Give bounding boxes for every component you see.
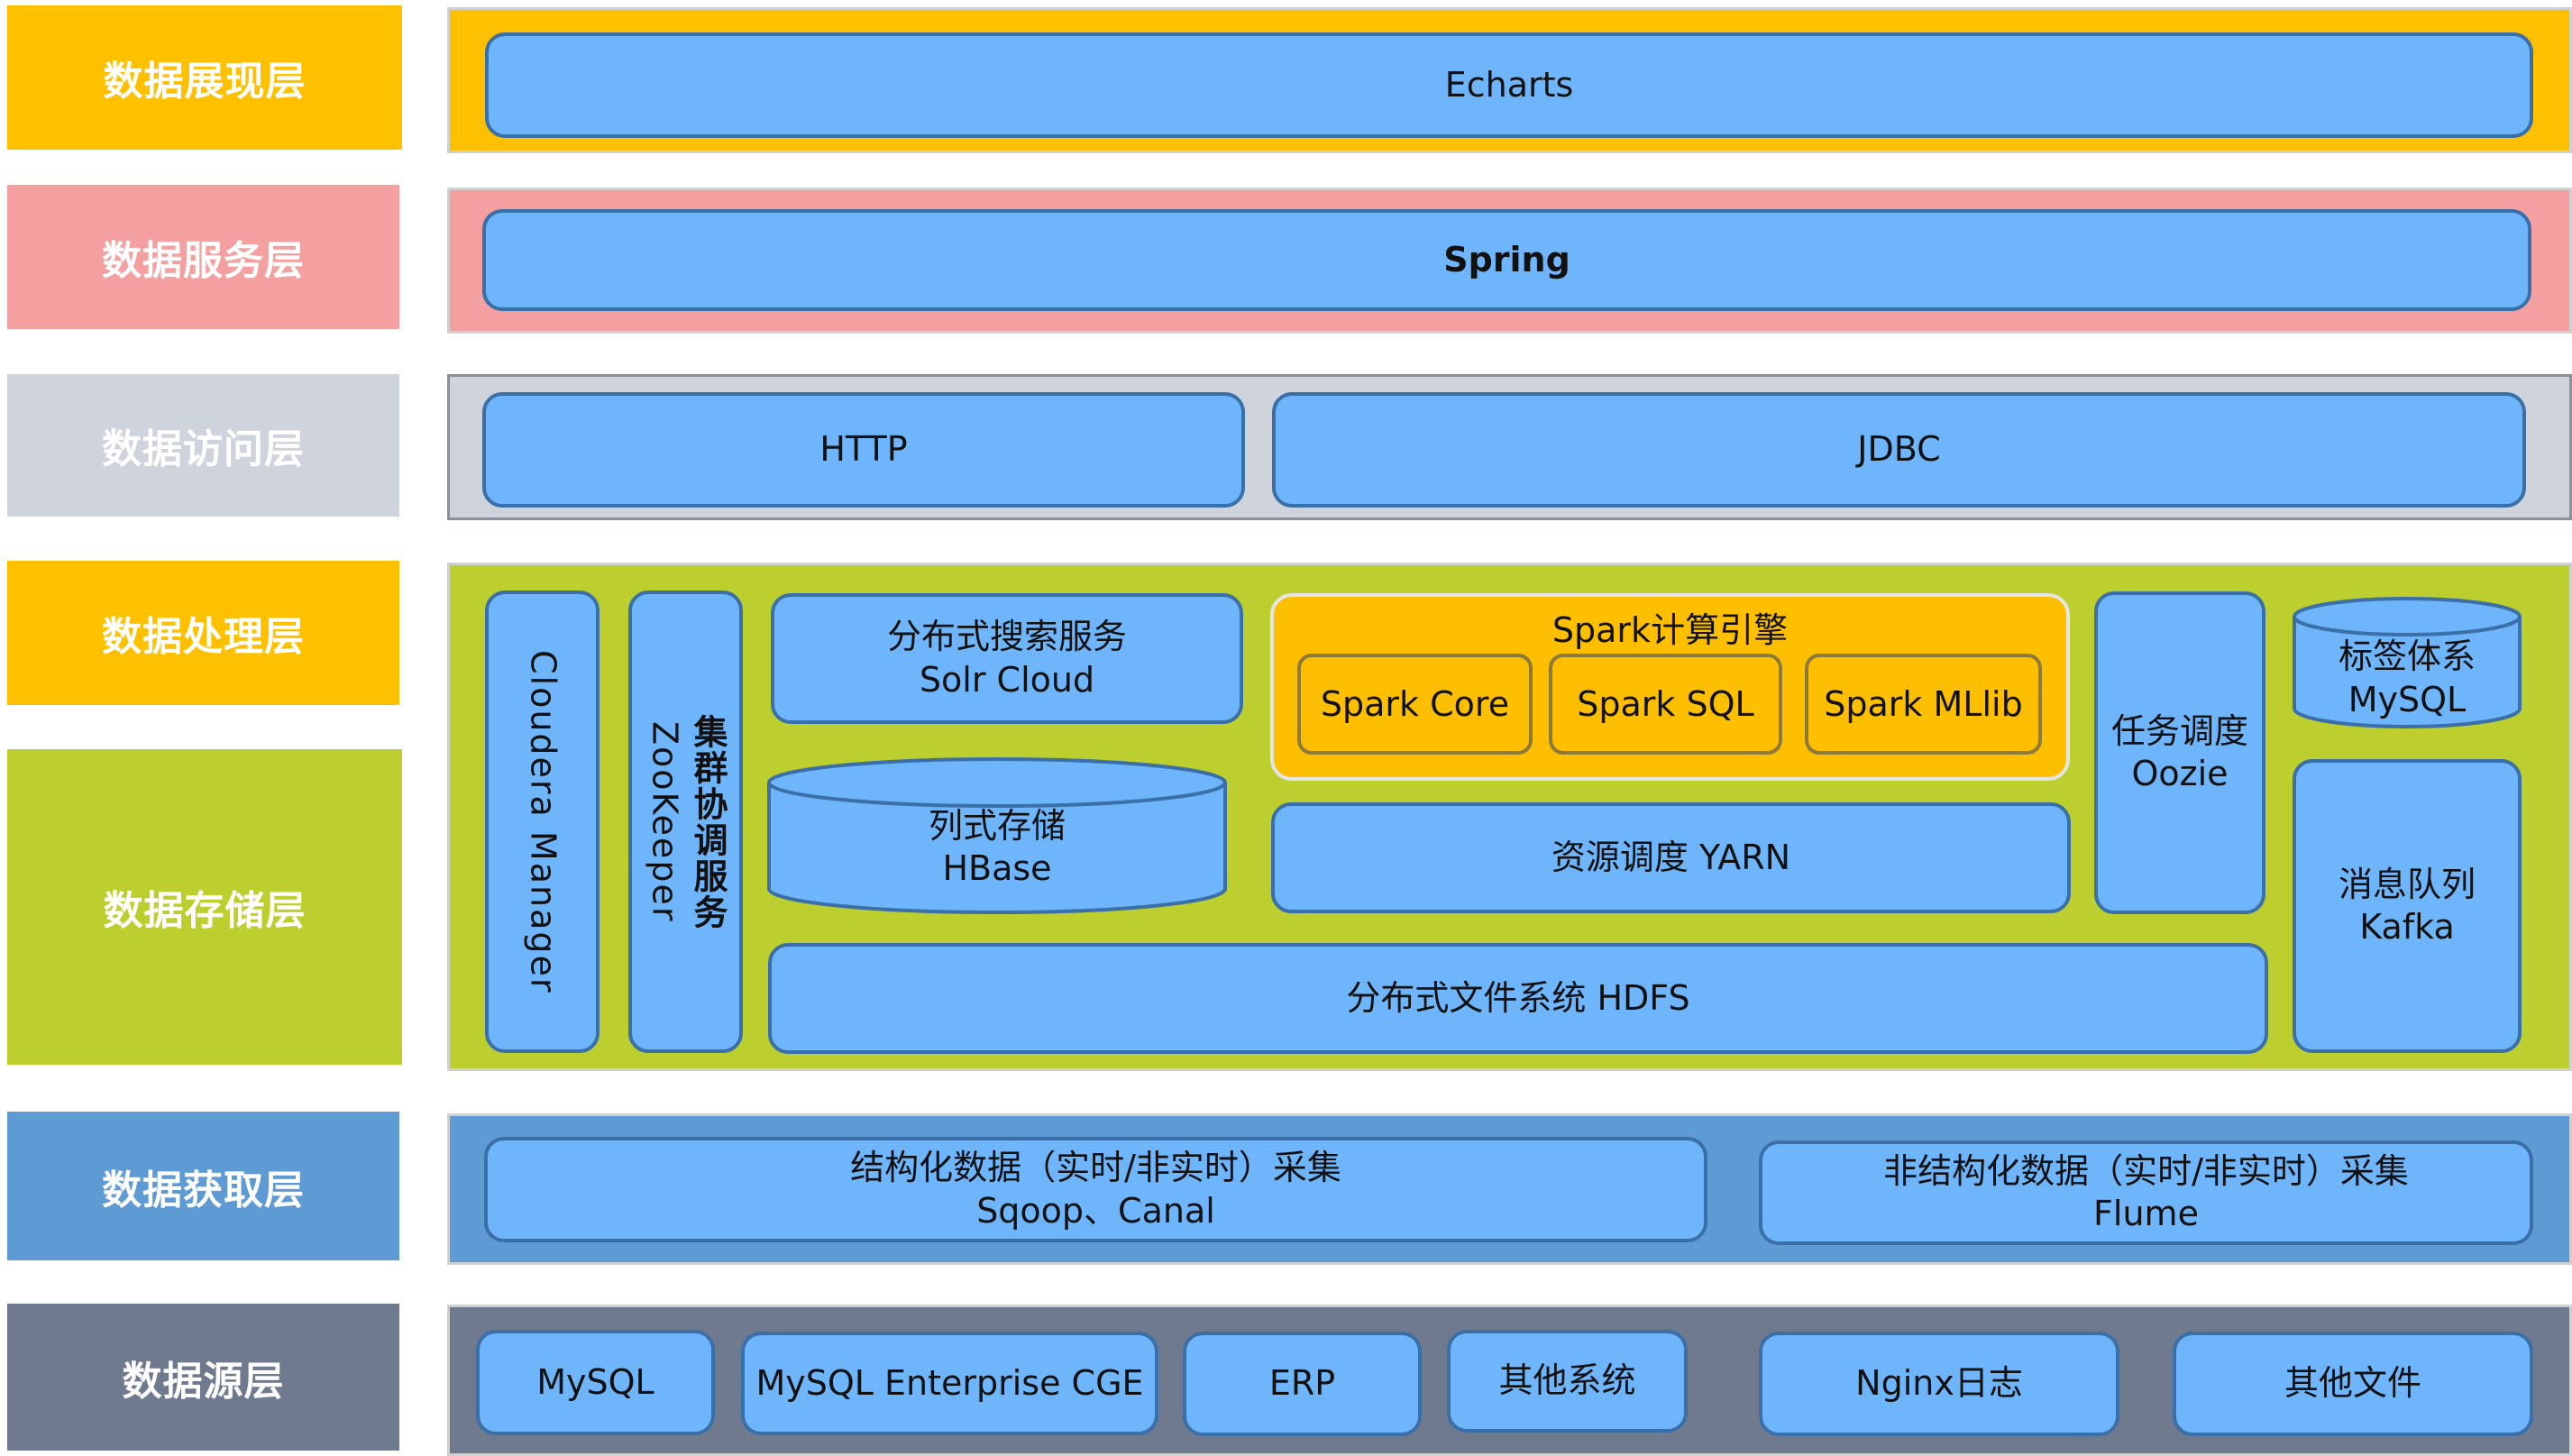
tag-mysql-cylinder-icon: [2293, 597, 2522, 728]
source-mysql-cge-label: MySQL Enterprise CGE: [755, 1362, 1144, 1403]
source-other-systems-box: 其他系统: [1447, 1330, 1688, 1433]
unstructured-cn-label: 非结构化数据（实时/非实时）采集: [1883, 1150, 2409, 1191]
spark-mllib-box: Spark MLlib: [1805, 654, 2042, 755]
spring-label: Spring: [1443, 239, 1570, 279]
zookeeper-en-label: ZooKeeper: [645, 720, 685, 923]
tag-cn-label: 标签体系: [2338, 636, 2476, 676]
structured-cn-label: 结构化数据（实时/非实时）采集: [850, 1148, 1341, 1187]
yarn-box: 资源调度 YARN: [1271, 802, 2071, 913]
source-nginx-label: Nginx日志: [1855, 1363, 2023, 1404]
structured-en-label: Sqoop、Canal: [976, 1190, 1215, 1231]
cloudera-manager-label: Cloudera Manager: [523, 649, 563, 994]
hbase-cylinder-icon: [767, 757, 1227, 914]
spring-box: Spring: [482, 209, 2531, 311]
spark-core-label: Spark Core: [1320, 684, 1510, 724]
solr-cn-label: 分布式搜索服务: [886, 617, 1127, 656]
source-mysql-label: MySQL: [536, 1361, 654, 1402]
kafka-box: 消息队列 Kafka: [2293, 759, 2522, 1053]
spark-mllib-label: Spark MLlib: [1824, 684, 2023, 724]
unstructured-ingestion-box: 非结构化数据（实时/非实时）采集 Flume: [1759, 1140, 2533, 1245]
source-other-files-label: 其他文件: [2284, 1363, 2421, 1404]
jdbc-label: JDBC: [1857, 429, 1941, 470]
source-nginx-box: Nginx日志: [1759, 1332, 2119, 1436]
layer-label-service: 数据服务层: [7, 185, 399, 329]
hdfs-label: 分布式文件系统 HDFS: [1346, 977, 1690, 1018]
source-mysql-cge-box: MySQL Enterprise CGE: [741, 1332, 1158, 1435]
oozie-en-label: Oozie: [2131, 754, 2229, 793]
source-mysql-box: MySQL: [476, 1330, 715, 1435]
solr-en-label: Solr Cloud: [919, 659, 1095, 700]
yarn-label: 资源调度 YARN: [1551, 837, 1791, 877]
hdfs-box: 分布式文件系统 HDFS: [768, 943, 2268, 1054]
spark-sql-label: Spark SQL: [1577, 684, 1754, 724]
hbase-cn-label: 列式存储: [928, 805, 1066, 846]
source-other-systems-label: 其他系统: [1498, 1360, 1636, 1401]
kafka-en-label: Kafka: [2359, 907, 2455, 947]
unstructured-en-label: Flume: [2093, 1194, 2199, 1233]
layer-label-access: 数据访问层: [7, 374, 399, 517]
http-box: HTTP: [482, 392, 1245, 508]
hbase-box: 列式存储 HBase: [765, 793, 1229, 902]
layer-label-storage: 数据存储层: [7, 749, 402, 1065]
zookeeper-box: 集群协调服务 ZooKeeper: [628, 591, 743, 1053]
spark-core-box: Spark Core: [1297, 654, 1533, 755]
layer-label-presentation: 数据展现层: [7, 5, 402, 150]
hbase-en-label: HBase: [942, 848, 1052, 888]
structured-ingestion-box: 结构化数据（实时/非实时）采集 Sqoop、Canal: [484, 1137, 1707, 1242]
oozie-box: 任务调度 Oozie: [2094, 591, 2265, 914]
echarts-label: Echarts: [1444, 64, 1574, 105]
zookeeper-cn-label: 集群协调服务: [688, 713, 728, 930]
http-label: HTTP: [819, 429, 908, 470]
source-other-files-box: 其他文件: [2173, 1332, 2533, 1436]
tag-en-label: MySQL: [2348, 679, 2467, 719]
layer-label-ingestion: 数据获取层: [7, 1112, 399, 1260]
source-erp-box: ERP: [1183, 1332, 1422, 1436]
cloudera-manager-box: Cloudera Manager: [485, 591, 600, 1053]
layer-label-source: 数据源层: [7, 1304, 399, 1451]
solr-box: 分布式搜索服务 Solr Cloud: [771, 593, 1243, 724]
echarts-box: Echarts: [485, 32, 2533, 138]
jdbc-box: JDBC: [1272, 392, 2526, 508]
source-erp-label: ERP: [1268, 1363, 1336, 1404]
kafka-cn-label: 消息队列: [2338, 864, 2476, 904]
layer-label-processing: 数据处理层: [7, 561, 399, 705]
oozie-cn-label: 任务调度: [2110, 710, 2248, 751]
spark-engine-title: Spark计算引擎: [1551, 610, 1789, 650]
tag-mysql-box: 标签体系 MySQL: [2291, 631, 2523, 726]
spark-sql-box: Spark SQL: [1549, 654, 1782, 755]
